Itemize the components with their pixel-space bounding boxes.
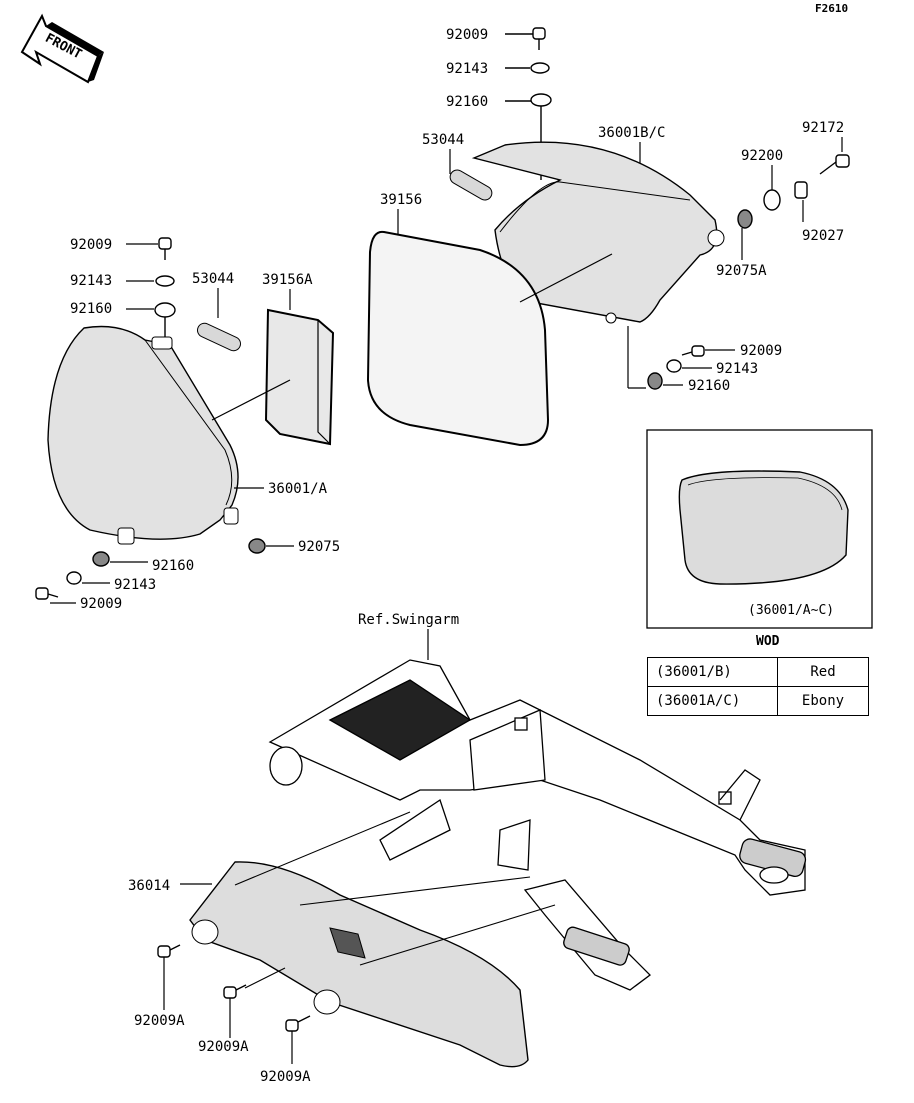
label-92009-right: 92009 <box>740 343 782 359</box>
wod-code-cell: (36001/B) <box>647 657 778 687</box>
swingarm-reference <box>268 659 807 991</box>
label-92160-left: 92160 <box>70 301 112 317</box>
tube-53044-left <box>196 322 242 352</box>
label-92143-left: 92143 <box>70 273 112 289</box>
washer-92143-lower <box>66 571 82 585</box>
label-92160-top: 92160 <box>446 94 488 110</box>
washer-92143-top <box>530 62 550 74</box>
table-row: (36001/B) Red <box>647 657 869 687</box>
label-92172: 92172 <box>802 120 844 136</box>
label-92009-lower: 92009 <box>80 596 122 612</box>
grommet-92160-right <box>647 372 663 390</box>
label-36014: 36014 <box>128 878 170 894</box>
tube-53044-right <box>449 169 493 201</box>
label-92009a-1: 92009A <box>134 1013 185 1029</box>
label-92009-left: 92009 <box>70 237 112 253</box>
right-cover-hardware <box>505 27 552 180</box>
wod-color-table: (36001/B) Red (36001A/C) Ebony <box>647 657 869 716</box>
bolt-92009a-2 <box>223 984 247 999</box>
label-92075a: 92075A <box>716 263 767 279</box>
bolt-92172 <box>819 154 850 175</box>
label-39156a: 39156A <box>262 272 313 288</box>
label-92009-top: 92009 <box>446 27 488 43</box>
label-53044-left: 53044 <box>192 271 234 287</box>
label-36001a: 36001/A <box>268 481 328 497</box>
label-92200: 92200 <box>741 148 783 164</box>
side-cover-36001a <box>47 325 239 545</box>
label-92143-lower: 92143 <box>114 577 156 593</box>
chain-guard-36014 <box>189 861 529 1068</box>
grommet-92075 <box>248 538 266 554</box>
wod-title: WOD <box>756 634 780 649</box>
inset-side-cover <box>678 470 849 585</box>
inset-frame <box>646 429 873 629</box>
front-arrow: FRONT <box>20 13 104 84</box>
label-92027: 92027 <box>802 228 844 244</box>
bolt-92009-lower <box>35 587 59 600</box>
label-92160-lower: 92160 <box>152 558 194 574</box>
grommet-92075a <box>737 209 753 229</box>
label-53044-right: 53044 <box>422 132 464 148</box>
ref-swingarm-label: Ref.Swingarm <box>358 612 459 628</box>
label-92160-right: 92160 <box>688 378 730 394</box>
label-92009a-3: 92009A <box>260 1069 311 1085</box>
label-36001bc: 36001B/C <box>598 125 665 141</box>
label-92009a-2: 92009A <box>198 1039 249 1055</box>
wod-color-cell: Ebony <box>777 686 869 716</box>
inset-caption: (36001/A~C) <box>748 603 835 618</box>
wod-color-cell: Red <box>777 657 869 687</box>
left-cover-hardware <box>154 237 176 345</box>
label-39156: 39156 <box>380 192 422 208</box>
table-row: (36001A/C) Ebony <box>647 686 869 716</box>
washer-92143-right <box>666 359 682 373</box>
grommet-92160-top <box>530 93 552 107</box>
label-92143-right: 92143 <box>716 361 758 377</box>
grommet-92160-left <box>154 302 176 318</box>
washer-92143-left <box>155 275 175 287</box>
bolt-92009a-1 <box>157 944 181 958</box>
grommet-92160-lower <box>92 551 110 567</box>
wod-code-cell: (36001A/C) <box>647 686 778 716</box>
side-cover-36001bc <box>471 141 725 324</box>
bolt-92009-top <box>532 27 546 40</box>
label-92075: 92075 <box>298 539 340 555</box>
cover-lower-hardware <box>647 345 705 390</box>
air-filter-39156a <box>264 308 335 446</box>
bolt-92009a-3 <box>285 1015 311 1032</box>
air-filter-element-39156 <box>366 230 550 447</box>
collar-92027 <box>794 181 808 199</box>
washer-92200 <box>763 189 781 211</box>
label-92143-top: 92143 <box>446 61 488 77</box>
bolt-92009-left <box>158 237 172 250</box>
figure-code: F2610 <box>815 2 849 15</box>
